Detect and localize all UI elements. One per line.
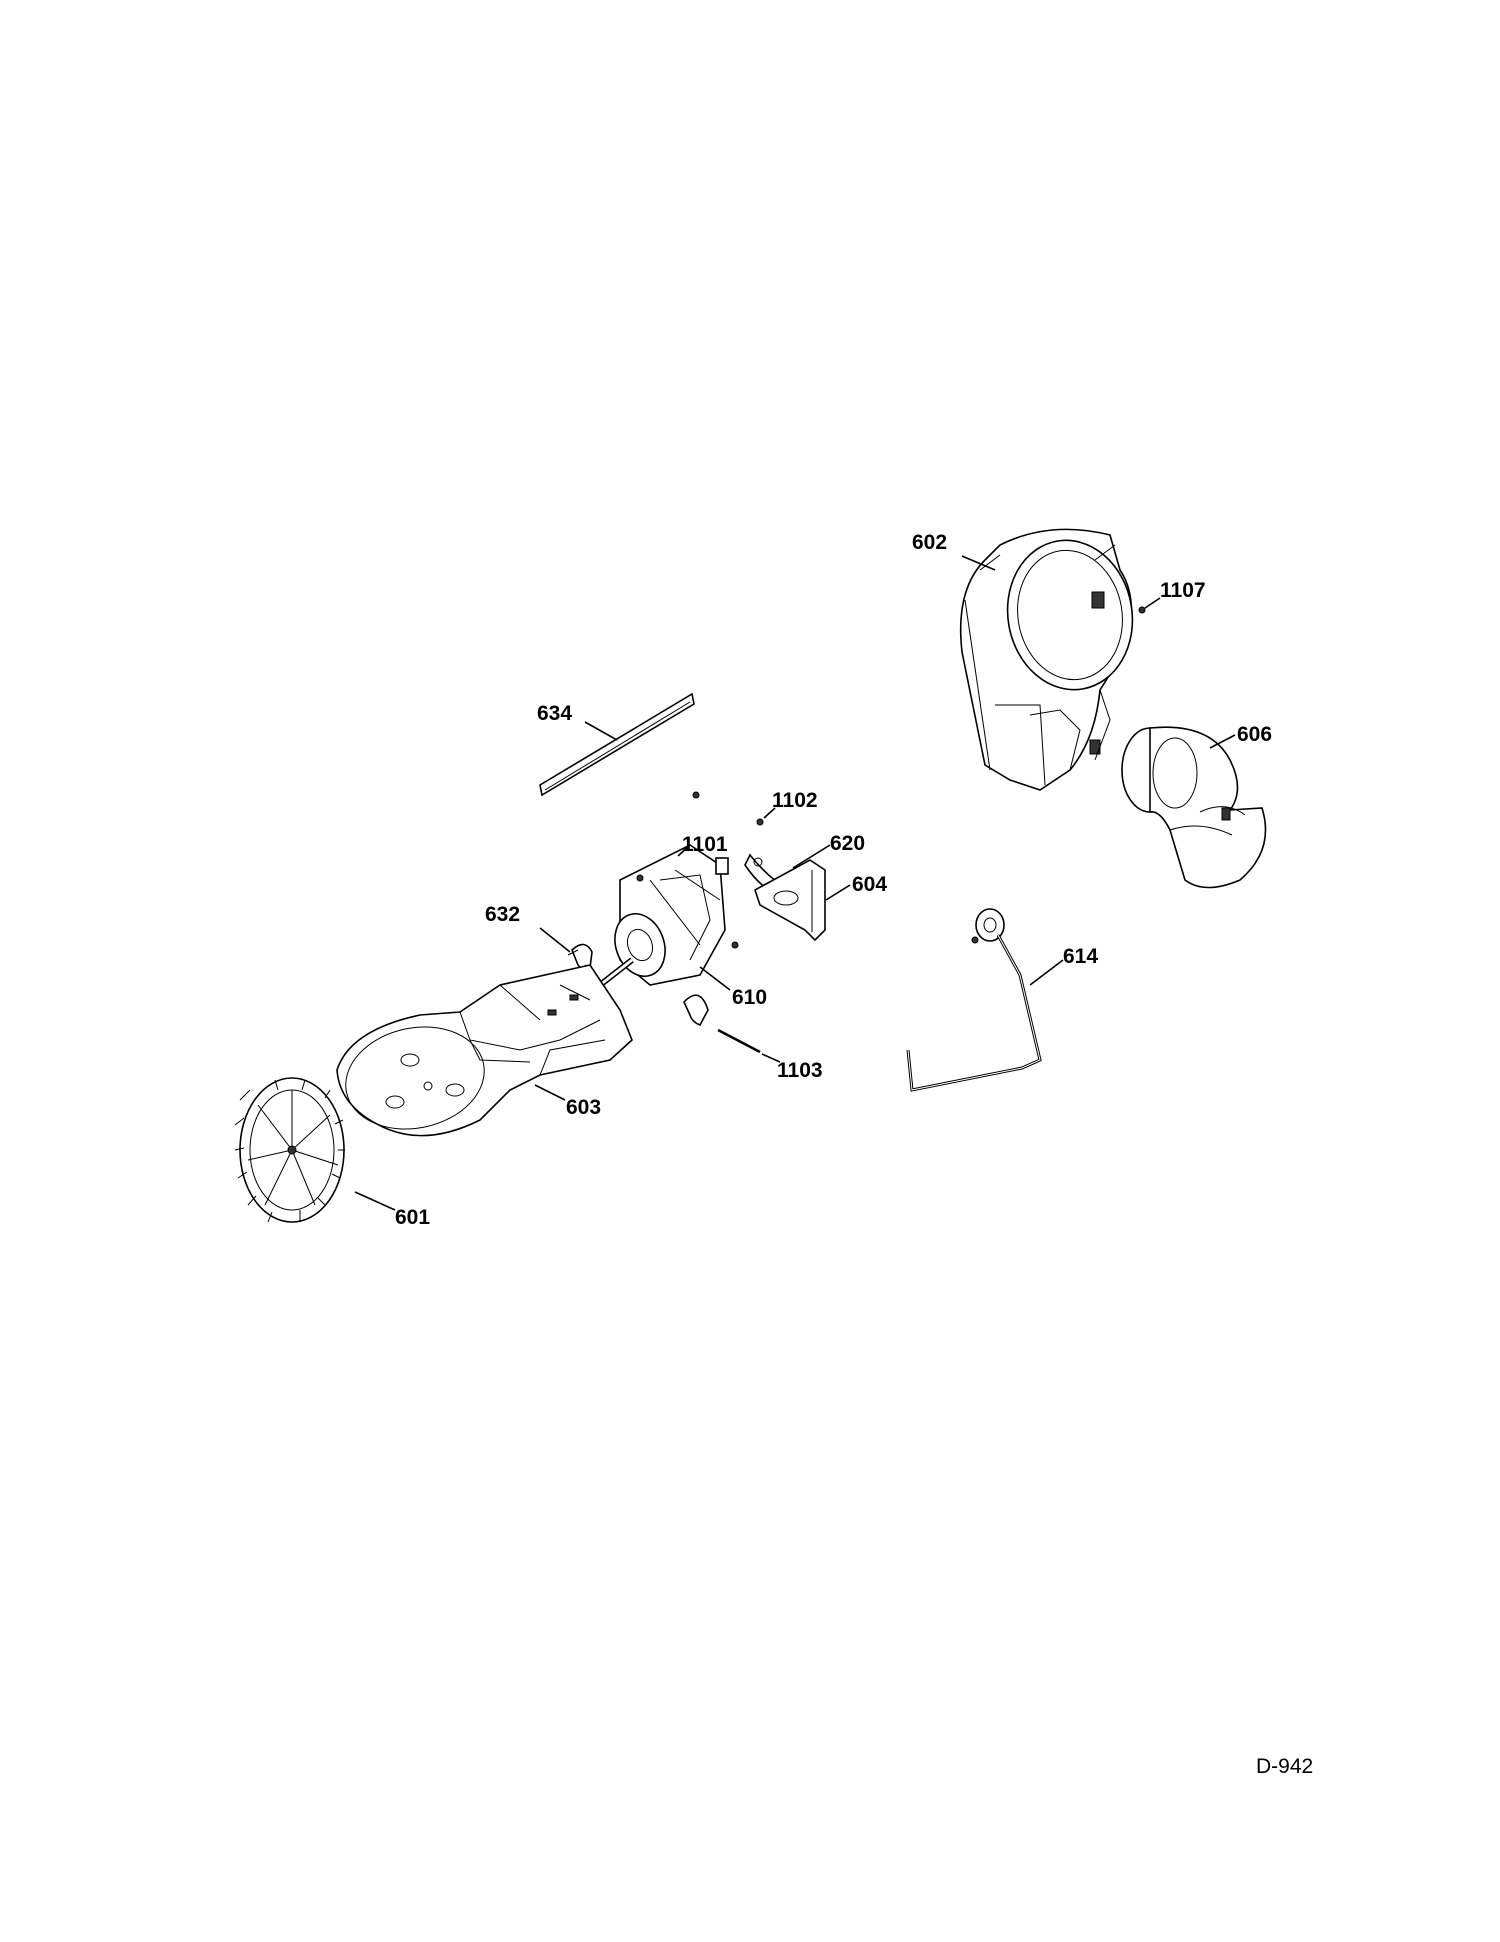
part-1102-screw: [692, 791, 764, 826]
callout-1107: 1107: [1160, 579, 1206, 602]
part-634-strip: [539, 692, 695, 797]
part-604-motor-bracket: [754, 859, 826, 942]
leader-lines: [354, 555, 1236, 1211]
leader-602: [961, 555, 996, 571]
leader-603: [534, 1084, 566, 1101]
page-code: D-942: [1256, 1755, 1313, 1778]
callout-labels: 602 1107 634 606 1102 1101 620 604 632 6…: [395, 531, 1272, 1229]
callout-601: 601: [395, 1206, 430, 1229]
callout-603: 603: [566, 1096, 601, 1119]
leader-632: [539, 927, 571, 953]
leader-1101: [677, 844, 691, 857]
leader-1102: [763, 807, 776, 819]
leader-606: [1209, 734, 1236, 749]
callout-620: 620: [830, 832, 865, 855]
part-1107-screw: [1138, 606, 1146, 614]
leader-614: [1029, 959, 1064, 986]
part-614-rod-switch: [906, 908, 1042, 1092]
leader-634: [584, 721, 618, 741]
callout-606: 606: [1237, 723, 1272, 746]
part-606-elbow-duct: [1121, 726, 1267, 889]
part-610-motor: [598, 844, 739, 988]
callout-632: 632: [485, 903, 520, 926]
callout-610: 610: [732, 986, 767, 1009]
callout-634: 634: [537, 702, 572, 725]
callout-1101: 1101: [682, 833, 728, 856]
callout-604: 604: [852, 873, 887, 896]
callout-1102: 1102: [772, 789, 818, 812]
leader-604: [825, 884, 851, 901]
part-1103-pin: [717, 1028, 761, 1054]
callout-614: 614: [1063, 945, 1098, 968]
leader-620: [792, 844, 831, 869]
leader-610: [699, 966, 731, 991]
part-601-blower-wheel: [234, 1077, 345, 1223]
leader-1107: [1144, 597, 1161, 609]
leader-601: [354, 1191, 396, 1211]
callout-1103: 1103: [777, 1059, 823, 1082]
callout-602: 602: [912, 531, 947, 554]
part-610-lower-clamp: [683, 994, 709, 1026]
part-602-blower-housing: [959, 528, 1134, 791]
part-603-blower-base: [336, 964, 633, 1137]
leader-1103: [761, 1053, 781, 1063]
